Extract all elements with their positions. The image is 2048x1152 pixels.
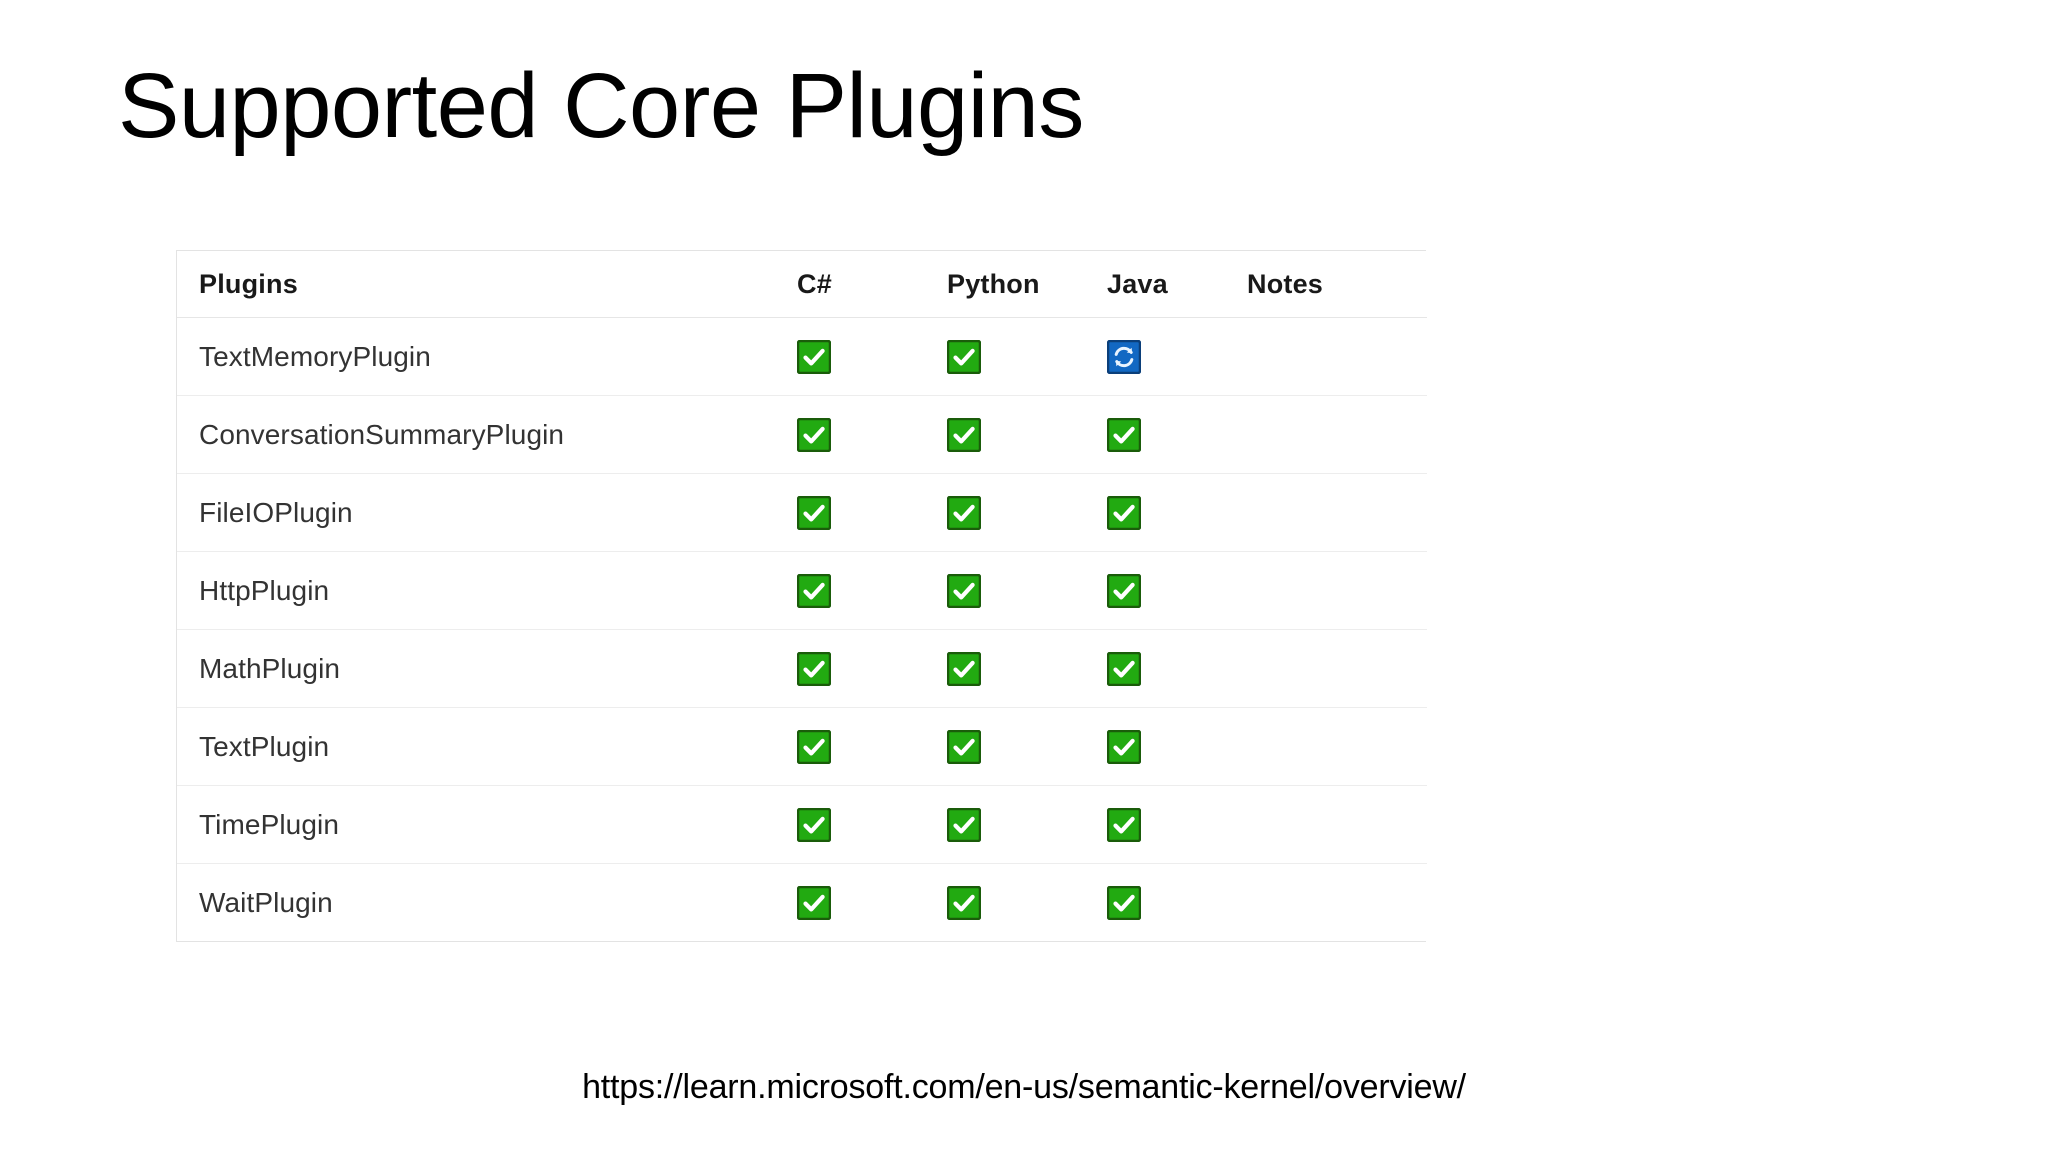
python-support-cell <box>947 785 1107 864</box>
table-header: Plugins C# Python Java Notes <box>177 251 1427 318</box>
plugin-name-cell: WaitPlugin <box>177 863 797 941</box>
green-check-icon <box>797 417 831 452</box>
green-check-icon <box>947 573 981 608</box>
source-url: https://learn.microsoft.com/en-us/semant… <box>582 1068 1466 1106</box>
green-check-icon <box>797 885 831 920</box>
plugin-name-cell: TextPlugin <box>177 707 797 786</box>
notes-cell <box>1247 551 1427 630</box>
green-check-icon <box>947 651 981 686</box>
blue-sync-icon <box>1107 339 1141 374</box>
page-title: Supported Core Plugins <box>118 55 1084 157</box>
csharp-support-cell <box>797 317 947 396</box>
python-support-cell <box>947 395 1107 474</box>
csharp-support-cell <box>797 629 947 708</box>
notes-cell <box>1247 317 1427 396</box>
table-row: WaitPlugin <box>177 863 1427 941</box>
csharp-support-cell <box>797 395 947 474</box>
green-check-icon <box>947 807 981 842</box>
python-support-cell <box>947 473 1107 552</box>
table-row: ConversationSummaryPlugin <box>177 395 1427 474</box>
table-row: MathPlugin <box>177 629 1427 708</box>
plugin-name-cell: HttpPlugin <box>177 551 797 630</box>
python-support-cell <box>947 629 1107 708</box>
table-row: TimePlugin <box>177 785 1427 864</box>
java-support-cell <box>1107 863 1247 941</box>
green-check-icon <box>797 651 831 686</box>
java-support-cell <box>1107 785 1247 864</box>
notes-cell <box>1247 785 1427 864</box>
column-header-java: Java <box>1107 251 1247 318</box>
python-support-cell <box>947 551 1107 630</box>
green-check-icon <box>797 573 831 608</box>
green-check-icon <box>1107 885 1141 920</box>
plugin-name-cell: TextMemoryPlugin <box>177 317 797 396</box>
green-check-icon <box>797 729 831 764</box>
column-header-notes: Notes <box>1247 251 1427 318</box>
java-support-cell <box>1107 551 1247 630</box>
table-row: FileIOPlugin <box>177 473 1427 552</box>
csharp-support-cell <box>797 863 947 941</box>
green-check-icon <box>1107 651 1141 686</box>
notes-cell <box>1247 473 1427 552</box>
csharp-support-cell <box>797 473 947 552</box>
plugin-name-cell: ConversationSummaryPlugin <box>177 395 797 474</box>
python-support-cell <box>947 863 1107 941</box>
csharp-support-cell <box>797 551 947 630</box>
java-support-cell <box>1107 317 1247 396</box>
column-header-plugins: Plugins <box>177 251 797 318</box>
green-check-icon <box>947 885 981 920</box>
plugin-name-cell: TimePlugin <box>177 785 797 864</box>
green-check-icon <box>947 729 981 764</box>
notes-cell <box>1247 629 1427 708</box>
python-support-cell <box>947 317 1107 396</box>
green-check-icon <box>1107 729 1141 764</box>
green-check-icon <box>797 495 831 530</box>
green-check-icon <box>947 339 981 374</box>
java-support-cell <box>1107 473 1247 552</box>
notes-cell <box>1247 863 1427 941</box>
green-check-icon <box>797 339 831 374</box>
green-check-icon <box>1107 495 1141 530</box>
plugin-name-cell: FileIOPlugin <box>177 473 797 552</box>
column-header-csharp: C# <box>797 251 947 318</box>
supported-plugins-table: Plugins C# Python Java Notes TextMemoryP… <box>176 250 1427 942</box>
green-check-icon <box>1107 417 1141 452</box>
column-header-python: Python <box>947 251 1107 318</box>
notes-cell <box>1247 395 1427 474</box>
java-support-cell <box>1107 707 1247 786</box>
table-row: TextPlugin <box>177 707 1427 786</box>
python-support-cell <box>947 707 1107 786</box>
table-header-row: Plugins C# Python Java Notes <box>177 251 1427 318</box>
java-support-cell <box>1107 395 1247 474</box>
csharp-support-cell <box>797 785 947 864</box>
green-check-icon <box>1107 807 1141 842</box>
notes-cell <box>1247 707 1427 786</box>
table-row: TextMemoryPlugin <box>177 317 1427 396</box>
green-check-icon <box>1107 573 1141 608</box>
csharp-support-cell <box>797 707 947 786</box>
plugin-support-matrix: Plugins C# Python Java Notes TextMemoryP… <box>177 251 1427 941</box>
table-row: HttpPlugin <box>177 551 1427 630</box>
java-support-cell <box>1107 629 1247 708</box>
green-check-icon <box>947 495 981 530</box>
green-check-icon <box>947 417 981 452</box>
green-check-icon <box>797 807 831 842</box>
plugin-name-cell: MathPlugin <box>177 629 797 708</box>
